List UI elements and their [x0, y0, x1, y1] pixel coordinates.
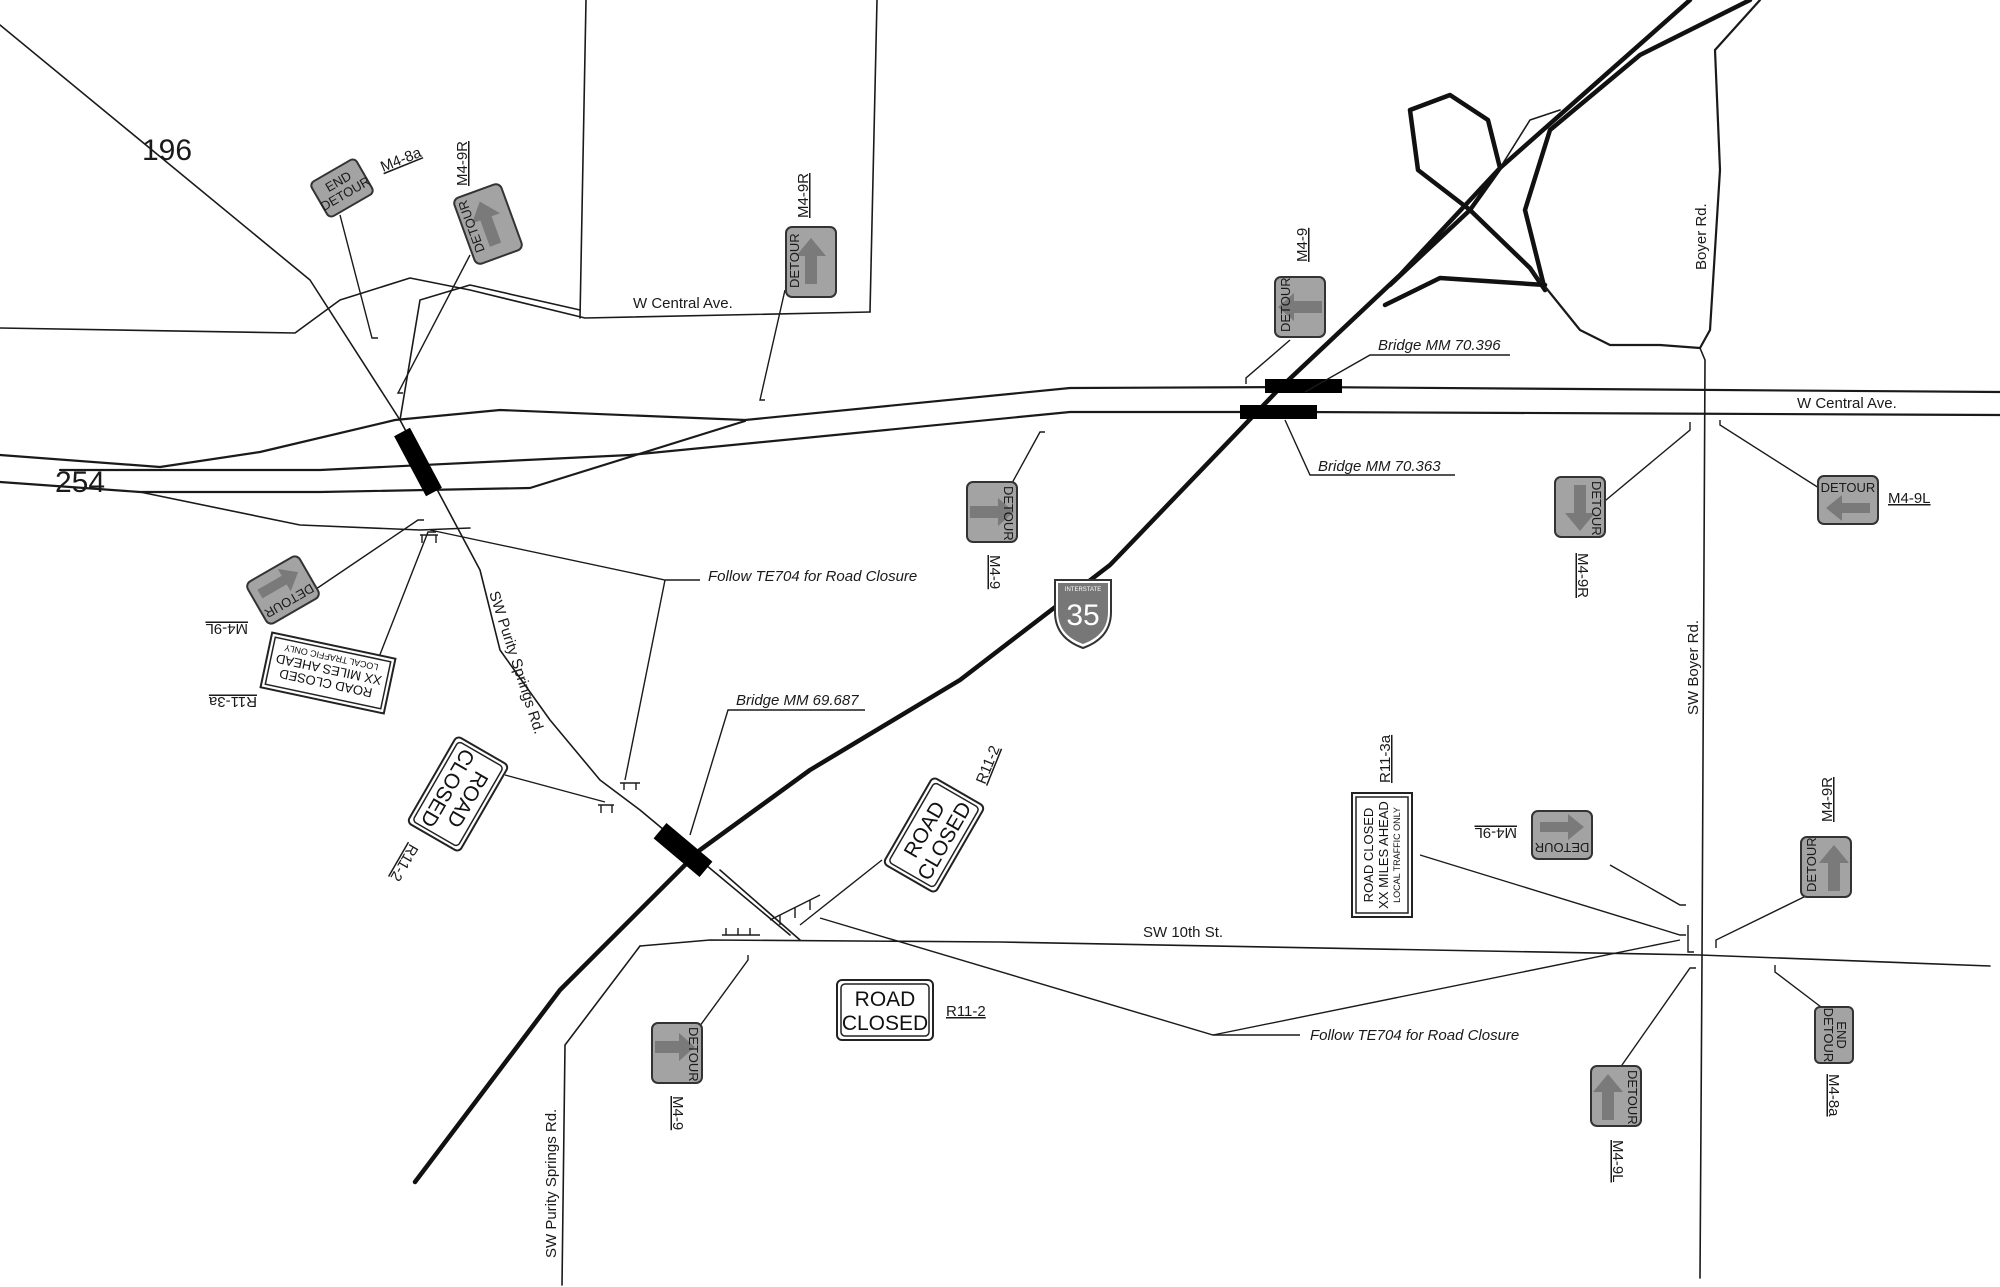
route-196-label: 196	[142, 134, 192, 167]
interstate-35-shield: INTERSTATE 35	[1054, 579, 1112, 650]
road-label-sw-purity-upper: SW Purity Springs Rd.	[485, 589, 547, 736]
sign-detour-m4-9-bridge: DETOUR	[1274, 276, 1326, 338]
note-follow-lower: Follow TE704 for Road Closure	[1310, 1027, 1519, 1044]
road-254-merge	[139, 491, 471, 531]
sign-detour-text: DETOUR	[1821, 1008, 1836, 1063]
sign-detour-text: DETOUR	[686, 1027, 701, 1082]
sign-detour-text: DETOUR	[1278, 277, 1293, 332]
road-boyer	[1699, 347, 1706, 1279]
bridge-marker-69687	[653, 823, 713, 877]
sign-end-detour-se: END DETOUR	[1814, 1006, 1854, 1064]
code-m4-9-center: M4-9	[986, 555, 1003, 589]
road-254-south-edge	[0, 419, 747, 494]
interstate-shield-top: INTERSTATE	[1065, 587, 1101, 593]
bridges	[394, 379, 1342, 877]
code-m4-9r-central: M4-9R	[795, 173, 812, 218]
sign-r11-2-mid: ROAD CLOSED	[883, 777, 985, 893]
route-254-label: 254	[55, 466, 105, 499]
sign-detour-m4-9r-se: DETOUR	[1800, 836, 1852, 898]
road-label-w-central-right: W Central Ave.	[1797, 395, 1897, 412]
road-label-sw-boyer: SW Boyer Rd.	[1685, 620, 1702, 715]
sign-detour-text: DETOUR	[1535, 840, 1590, 855]
road-w-central-right-south	[58, 410, 2000, 472]
sign-detour-m4-9-center: DETOUR	[966, 481, 1018, 543]
sign-detour-text: DETOUR	[1804, 837, 1819, 892]
road-label-sw-purity-lower: SW Purity Springs Rd.	[543, 1109, 560, 1258]
sign-detour-text: DETOUR	[1589, 481, 1604, 536]
sign-r11-2-west: ROAD CLOSED	[407, 736, 509, 852]
road-block-left	[579, 0, 587, 319]
code-m4-8a-se: M4-8a	[1825, 1074, 1842, 1117]
road-sw-10th	[639, 939, 1991, 967]
interstate-shield-number: 35	[1066, 599, 1099, 632]
road-sw-purity-lower	[561, 945, 641, 1286]
sign-detour-m4-9l-west: DETOUR	[246, 555, 320, 625]
interchange-loop	[1387, 92, 1548, 293]
code-m4-8a-nw: M4-8a	[378, 144, 424, 176]
sign-detour-text: DETOUR	[1001, 486, 1016, 541]
code-m4-9r-boyer: M4-9R	[1574, 553, 1591, 598]
road-label-sw-10th: SW 10th St.	[1143, 924, 1223, 941]
sign-road-closed-text: ROAD CLOSED	[1361, 808, 1376, 903]
bridge-label-70396: Bridge MM 70.396	[1378, 337, 1501, 354]
sign-detour-m4-9-sw: DETOUR	[651, 1022, 703, 1084]
bridge-marker-254	[394, 427, 442, 497]
road-label-w-central-upper: W Central Ave.	[633, 295, 733, 312]
interstate-35	[412, 0, 1693, 1185]
code-r11-2-low: R11-2	[946, 1003, 986, 1020]
code-m4-9l-west: M4-9L	[205, 620, 248, 637]
code-m4-9l-east: M4-9L	[1888, 490, 1931, 507]
sign-detour-text: DETOUR	[1625, 1070, 1640, 1125]
road-block-right	[869, 0, 878, 313]
sign-detour-text: DETOUR	[787, 233, 802, 288]
code-r11-3a-east: R11-3a	[1377, 734, 1394, 783]
sign-detour-m4-9l-south: DETOUR	[1590, 1065, 1642, 1127]
bridge-label-70363: Bridge MM 70.363	[1318, 458, 1441, 475]
code-m4-9-bridge: M4-9	[1294, 228, 1311, 262]
code-r11-2-west: R11-2	[387, 841, 422, 884]
sign-r11-3a-west: ROAD CLOSED XX MILES AHEAD LOCAL TRAFFIC…	[259, 631, 397, 715]
sign-detour-m4-9r-nw: DETOUR	[451, 181, 525, 267]
leader-lines	[284, 214, 1831, 1076]
interchange-ramp-east	[1522, 0, 1753, 293]
sign-miles-ahead-text: XX MILES AHEAD	[1376, 801, 1391, 909]
code-m4-9-sw: M4-9	[669, 1096, 686, 1130]
sign-detour-m4-9l-east: DETOUR	[1817, 475, 1879, 525]
sign-end-text: END	[1834, 1021, 1849, 1048]
code-r11-2-mid: R11-2	[973, 743, 1004, 786]
road-254-north-edge	[0, 385, 2000, 469]
code-m4-9l-south: M4-9L	[1609, 1140, 1626, 1183]
note-follow-upper: Follow TE704 for Road Closure	[708, 568, 917, 585]
bridge-label-69687: Bridge MM 69.687	[736, 692, 859, 709]
sign-detour-m4-9r-boyer: DETOUR	[1554, 476, 1606, 538]
code-m4-9l-east-top: M4-9L	[1474, 824, 1517, 841]
sign-end-detour-nw: END DETOUR	[310, 158, 374, 218]
sign-detour-m4-9r-central: DETOUR	[785, 226, 837, 298]
road-purity-springs-upper-branch	[399, 284, 581, 421]
road-10th-connector	[719, 869, 801, 941]
code-m4-9r-nw: M4-9R	[454, 141, 471, 186]
interchange-ramp-inner	[1499, 109, 1561, 169]
interchange-ramp-sw	[1382, 275, 1548, 308]
code-m4-9r-se: M4-9R	[1819, 777, 1836, 822]
sign-detour-m4-9l-east-top: DETOUR	[1531, 810, 1593, 860]
sign-r11-3a-east: ROAD CLOSED XX MILES AHEAD LOCAL TRAFFIC…	[1351, 792, 1413, 918]
sign-road-text: ROAD	[855, 988, 916, 1011]
sign-local-only-text: LOCAL TRAFFIC ONLY	[1392, 807, 1402, 903]
sign-detour-text: DETOUR	[1821, 480, 1876, 495]
code-r11-3a-west: R11-3a	[208, 693, 257, 710]
road-w-central-upper	[0, 277, 871, 334]
bridge-marker-70363	[1240, 405, 1317, 419]
sign-closed-text: CLOSED	[842, 1012, 928, 1035]
road-label-boyer: Boyer Rd.	[1693, 203, 1710, 270]
sign-r11-2-low: ROAD CLOSED	[836, 979, 934, 1041]
bridge-marker-70396	[1265, 379, 1342, 393]
barricade-ticks	[420, 534, 1694, 953]
